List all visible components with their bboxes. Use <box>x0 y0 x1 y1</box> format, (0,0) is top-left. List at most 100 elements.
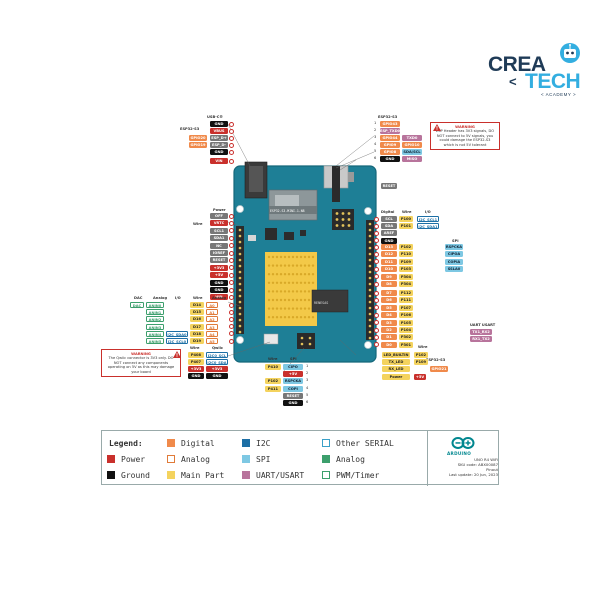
legend-swatch <box>322 439 330 447</box>
header-pin <box>238 318 242 322</box>
digital-pin-label: D4 <box>381 312 397 319</box>
pin-marker <box>374 238 379 244</box>
power-pin-label: IOREF <box>210 250 228 256</box>
matrix-led <box>283 316 287 319</box>
left-warning-box: WARNING The Qwiic connector is 3V3 only.… <box>101 349 181 378</box>
digital-pin-label: D11 <box>381 258 397 265</box>
header-pin <box>238 270 242 274</box>
brand-line-2: TECH <box>525 70 581 93</box>
esp32-pin-number: 1 <box>374 121 377 125</box>
matrix-led <box>299 307 303 310</box>
header-pin <box>238 306 242 310</box>
esp32-right-header: ESP32-S3 <box>378 115 398 119</box>
uart-pin-label: TX1_RX2 <box>470 329 492 335</box>
matrix-led <box>279 255 283 259</box>
onboard-esp-label: +5V <box>414 373 426 380</box>
qwiic-wire-label: GND <box>188 373 204 379</box>
matrix-led <box>267 298 271 302</box>
header-pin <box>238 312 242 316</box>
header-pin <box>238 324 242 328</box>
pin-marker <box>229 338 234 344</box>
pin-marker <box>229 235 234 241</box>
analog-a-pin-label: A4 <box>206 330 218 337</box>
digital-pin-label: D13 <box>381 244 397 250</box>
pin-marker <box>229 280 234 286</box>
matrix-led <box>279 290 283 293</box>
legend-swatch <box>167 455 175 463</box>
legend-swatch <box>242 439 250 447</box>
matrix-led <box>307 298 311 302</box>
legend-label: Power <box>121 455 146 464</box>
left-warning-text: The Qwiic connector is 3V3 only. DO NOT … <box>107 356 175 374</box>
pin-marker <box>229 213 234 219</box>
icsp-spi-label: RSPCKA <box>283 378 303 385</box>
matrix-led <box>283 255 287 259</box>
matrix-led <box>275 290 279 293</box>
header-pin <box>238 300 242 304</box>
legend-item: Analog <box>322 455 365 464</box>
icsp-spi-label: GND <box>283 400 303 406</box>
pin-marker <box>229 309 234 315</box>
digital-pin-label: D2 <box>381 327 397 333</box>
power-header: Power <box>213 208 226 212</box>
io-pin-label: D17 <box>190 323 204 330</box>
matrix-led <box>291 273 295 276</box>
qwiic-pin-label: +3V3 <box>206 366 228 372</box>
esp32-right-pin-label: GPIO44 <box>380 135 400 141</box>
legend-label: Ground <box>121 471 150 480</box>
matrix-led <box>279 281 283 284</box>
usbc-header: USB-C® <box>207 115 223 119</box>
power-pin-label: +5V <box>210 272 228 279</box>
matrix-led <box>311 255 315 259</box>
digital-port-label: P104 <box>399 327 413 333</box>
matrix-led <box>303 273 307 276</box>
matrix-led <box>307 281 311 284</box>
pin-marker <box>374 327 379 333</box>
qwiic-column-header: Qwiic <box>212 346 223 350</box>
legend-label: Analog <box>336 455 365 464</box>
pin-marker <box>229 324 234 330</box>
spi-function-label: SSLA0 <box>445 266 463 273</box>
esp32-right-pin-label: GPIO9 <box>380 142 400 148</box>
icsp-spi-label: COPI <box>283 385 303 392</box>
power-pin-label: +3V3 <box>210 264 228 271</box>
code-chevron-icon: < <box>509 74 517 89</box>
matrix-led <box>295 298 299 302</box>
uart-pin-label: RX1_TX2 <box>470 336 492 343</box>
led-matrix <box>265 252 317 326</box>
header-pin <box>368 264 372 268</box>
matrix-led <box>275 264 279 267</box>
matrix-led <box>267 255 271 259</box>
pin-marker <box>229 250 234 256</box>
pin-marker <box>374 297 379 303</box>
io-pin-label: D18 <box>190 330 204 337</box>
matrix-led <box>287 264 291 267</box>
legend-meta-board: UNO R4 WiFi <box>474 457 498 462</box>
pin-marker <box>229 331 234 337</box>
io-pin-label: D16 <box>190 316 204 323</box>
robot-icon <box>560 43 580 63</box>
power-pin-label: VRTC <box>210 220 228 227</box>
onboard-signal-label: TX_LED <box>382 359 410 366</box>
analog-a-pin-label: A1 <box>206 309 218 316</box>
matrix-led <box>311 264 315 267</box>
pin-marker <box>229 243 234 249</box>
usbc-pin-label: VBUS <box>210 128 228 134</box>
pin-marker <box>374 230 379 236</box>
digital-port-label: P302 <box>399 334 413 341</box>
matrix-led <box>275 273 279 276</box>
matrix-led <box>295 290 299 293</box>
matrix-led <box>271 316 275 319</box>
esp32-left-header: ESP32-S3 <box>180 127 200 131</box>
esp32-right-pin-label: GND <box>380 156 400 162</box>
legend-item: Ground <box>107 471 150 480</box>
dac-pin-label: DAC <box>130 302 144 308</box>
pin-marker <box>374 312 379 318</box>
matrix-led <box>303 290 307 293</box>
header-pin <box>238 294 242 298</box>
legend-label: Other SERIAL <box>336 439 394 448</box>
pin-marker <box>229 228 234 234</box>
header-pin <box>368 234 372 238</box>
legend-item: Power <box>107 455 145 464</box>
